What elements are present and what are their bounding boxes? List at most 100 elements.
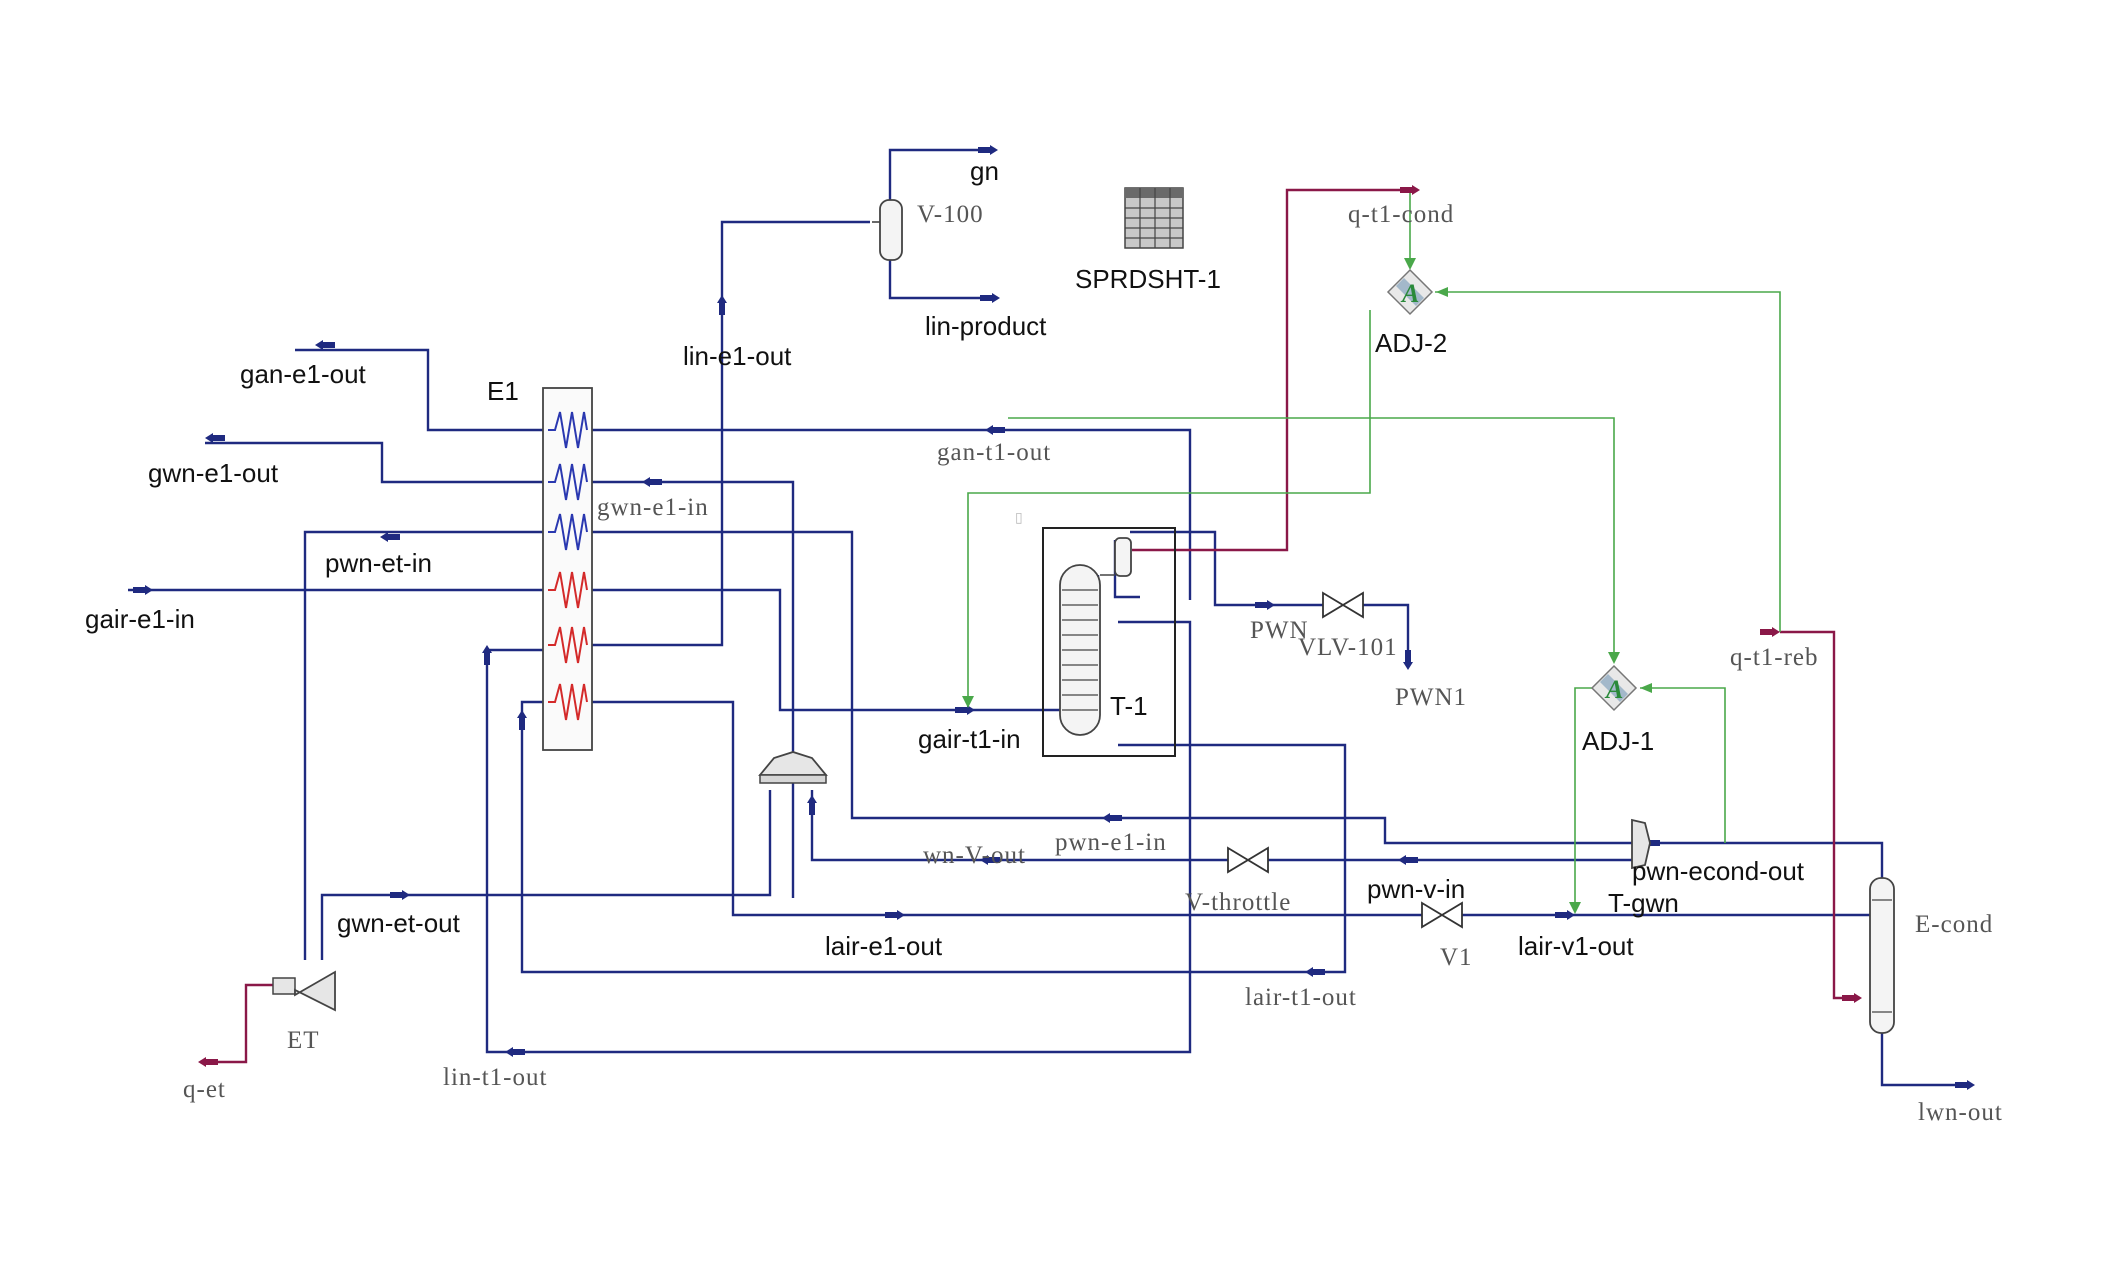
coil-4	[548, 571, 588, 609]
unit-labels: E1 V-100 SPRDSHT-1 ADJ-2 ADJ-1 T-1 VLV-1…	[287, 201, 1993, 1054]
energy-q-t1-cond-line[interactable]	[1132, 188, 1418, 552]
condenser-drum-icon	[1114, 537, 1132, 577]
stream-pwn1-line[interactable]	[1363, 603, 1410, 665]
adj1-adjusted-link	[1640, 687, 1726, 843]
adj2-output-link	[967, 310, 1371, 705]
logic-connections	[967, 190, 1781, 910]
energy-q-et-line[interactable]	[200, 983, 273, 1064]
heat-exchanger-e1[interactable]	[542, 387, 593, 751]
label-lin-product[interactable]: lin-product	[925, 311, 1047, 341]
stream-lin-t1-out-line[interactable]	[485, 620, 1192, 1054]
energy-q-t1-reb-line[interactable]	[1780, 630, 1860, 1000]
label-et: ET	[287, 1027, 320, 1054]
valve-icon	[1322, 591, 1364, 619]
label-wn-v-out[interactable]: wn-V-out	[923, 842, 1026, 869]
valve-v1[interactable]	[1421, 901, 1463, 929]
label-v100: V-100	[917, 201, 984, 228]
label-t-gwn: T-gwn	[1608, 888, 1679, 918]
label-e1: E1	[487, 376, 519, 406]
label-gan-e1-out[interactable]: gan-e1-out	[240, 359, 367, 389]
stream-lin-e1-out-line[interactable]	[590, 220, 870, 647]
stream-lin-product-line[interactable]	[888, 258, 998, 300]
label-pwn-econd-out[interactable]: pwn-econd-out	[1632, 856, 1805, 886]
adjust-adj2[interactable]: A	[1386, 268, 1434, 316]
separator-v100[interactable]	[872, 199, 903, 261]
label-adj2: ADJ-2	[1375, 328, 1447, 358]
svg-text:A: A	[1400, 279, 1419, 308]
column-icon	[1059, 564, 1101, 736]
adj1-output-link	[1574, 687, 1600, 910]
stream-pwn-et-in-line[interactable]	[303, 530, 592, 960]
stream-lair-e1-out-line[interactable]	[592, 700, 1422, 917]
adj2-adjusted-link	[1435, 291, 1781, 632]
mixer-icon	[758, 751, 828, 776]
label-lin-e1-out[interactable]: lin-e1-out	[683, 341, 792, 371]
stream-pwn-e1-in-line[interactable]	[592, 530, 1632, 845]
label-lair-e1-out[interactable]: lair-e1-out	[825, 931, 943, 961]
expander-shaft-icon	[272, 977, 296, 995]
stream-gan-t1-out-line[interactable]	[592, 428, 1192, 600]
label-e-cond: E-cond	[1915, 911, 1993, 938]
vessel-e-cond[interactable]	[1869, 877, 1895, 1034]
column-faint-marker: ▯	[1015, 509, 1023, 525]
label-lair-v1-out[interactable]: lair-v1-out	[1518, 931, 1634, 961]
label-q-t1-cond[interactable]: q-t1-cond	[1348, 201, 1454, 228]
label-gwn-e1-in[interactable]: gwn-e1-in	[597, 494, 709, 521]
label-lair-t1-out[interactable]: lair-t1-out	[1245, 984, 1357, 1011]
label-gwn-e1-out[interactable]: gwn-e1-out	[148, 458, 279, 488]
stream-gair-e1-in-line[interactable]	[128, 588, 1060, 712]
logic-arrowheads	[962, 258, 1652, 914]
spreadsheet-icon	[1124, 187, 1184, 249]
coil-5	[548, 626, 588, 664]
label-vlv101: VLV-101	[1298, 634, 1398, 661]
label-pwn[interactable]: PWN	[1250, 617, 1309, 644]
label-lwn-out[interactable]: lwn-out	[1918, 1099, 2003, 1126]
material-arrowheads	[133, 145, 1975, 1090]
material-streams	[128, 148, 1970, 1087]
stream-gwn-e1-in-line[interactable]	[592, 480, 795, 898]
stream-gwn-et-out-line[interactable]	[320, 790, 772, 960]
column-subflowsheet-box	[1042, 527, 1176, 757]
coil-3	[548, 513, 588, 551]
e1-hot-coils	[548, 571, 588, 721]
condenser-vessel-icon	[1869, 877, 1895, 1034]
stream-gan-e1-out-line[interactable]	[295, 348, 543, 432]
label-gan-t1-out[interactable]: gan-t1-out	[937, 439, 1051, 466]
label-lin-t1-out[interactable]: lin-t1-out	[443, 1064, 547, 1091]
valve-v-throttle[interactable]	[1227, 846, 1269, 874]
stream-lwn-out-line[interactable]	[1880, 1030, 1970, 1087]
svg-text:A: A	[1604, 675, 1623, 704]
label-pwn-e1-in[interactable]: pwn-e1-in	[1055, 829, 1167, 856]
coil-6	[548, 683, 588, 721]
stream-gwn-e1-out-line[interactable]	[205, 441, 543, 484]
label-gair-t1-in[interactable]: gair-t1-in	[918, 724, 1021, 754]
label-pwn-v-in[interactable]: pwn-v-in	[1367, 874, 1465, 904]
label-gwn-et-out[interactable]: gwn-et-out	[337, 908, 461, 938]
stream-gn-line[interactable]	[888, 148, 995, 205]
mixer-unit[interactable]	[758, 751, 828, 784]
label-pwn1[interactable]: PWN1	[1395, 684, 1467, 711]
expander-et[interactable]	[272, 970, 336, 1012]
label-t1: T-1	[1110, 691, 1148, 721]
label-q-t1-reb[interactable]: q-t1-reb	[1730, 644, 1819, 671]
label-gair-e1-in[interactable]: gair-e1-in	[85, 604, 195, 634]
label-adj1: ADJ-1	[1582, 726, 1654, 756]
label-pwn-et-in[interactable]: pwn-et-in	[325, 548, 432, 578]
adj1-target-link	[1008, 417, 1615, 662]
column-t1[interactable]	[1042, 527, 1176, 757]
separator-icon	[879, 199, 903, 261]
valve-vlv-101[interactable]	[1322, 591, 1364, 619]
spreadsheet-sprdsht-1[interactable]	[1124, 187, 1184, 249]
tee-icon	[1631, 818, 1651, 870]
label-v-throttle: V-throttle	[1185, 889, 1291, 916]
adjust-adj1[interactable]: A	[1590, 664, 1638, 712]
stream-lair-t1-out-line[interactable]	[520, 700, 1347, 974]
tee-unit[interactable]	[1631, 818, 1651, 870]
label-gn[interactable]: gn	[970, 156, 999, 186]
expander-icon	[294, 970, 336, 1012]
stream-pwn-econd-out-line[interactable]	[1645, 841, 1884, 880]
label-q-et[interactable]: q-et	[183, 1076, 226, 1103]
valve-icon	[1421, 901, 1463, 929]
stream-pwn-line[interactable]	[1130, 530, 1323, 607]
